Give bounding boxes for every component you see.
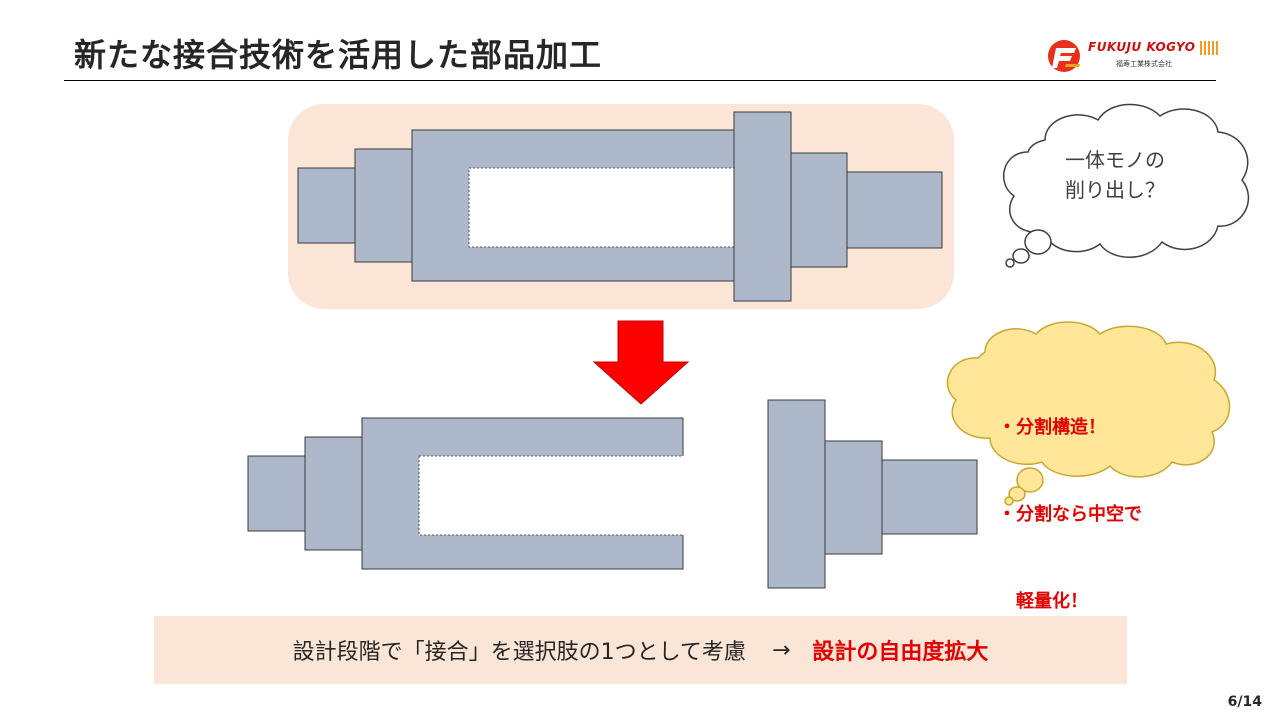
callout-line: ・分割なら中空で (998, 504, 1142, 525)
logo-name: FUKUJU KOGYO (1088, 40, 1196, 54)
company-logo: FUKUJU KOGYO 福寿工業株式会社 (1046, 38, 1226, 74)
page-number: 6/14 (1227, 694, 1262, 710)
callout-line: ・分割構造！ (998, 417, 1106, 438)
callout-cloud-text: ・分割構造！ ・分割なら中空で 軽量化！ (998, 355, 1142, 645)
slide-title: 新たな接合技術を活用した部品加工 (74, 36, 603, 74)
split-part-right (767, 399, 978, 589)
callout-cloud (946, 321, 1231, 506)
summary-text: 設計段階で「接合」を選択肢の1つとして考慮 (292, 640, 746, 665)
logo-stripes (1200, 41, 1218, 55)
one-piece-part (297, 111, 943, 302)
callout-line: 軽量化！ (998, 591, 1088, 612)
thought-cloud (1003, 103, 1250, 268)
thought-cloud-text: 一体モノの 削り出し？ (1065, 148, 1165, 202)
logo-subtitle: 福寿工業株式会社 (1116, 60, 1172, 68)
summary-arrow: → (771, 637, 791, 663)
summary-banner: 設計段階で「接合」を選択肢の1つとして考慮 → 設計の自由度拡大 (154, 616, 1127, 684)
summary-emphasis: 設計の自由度拡大 (812, 640, 989, 665)
fukuju-logo-icon (1048, 40, 1080, 72)
title-underline (64, 80, 1216, 81)
down-arrow-icon (592, 320, 690, 405)
split-part-left (247, 417, 684, 570)
